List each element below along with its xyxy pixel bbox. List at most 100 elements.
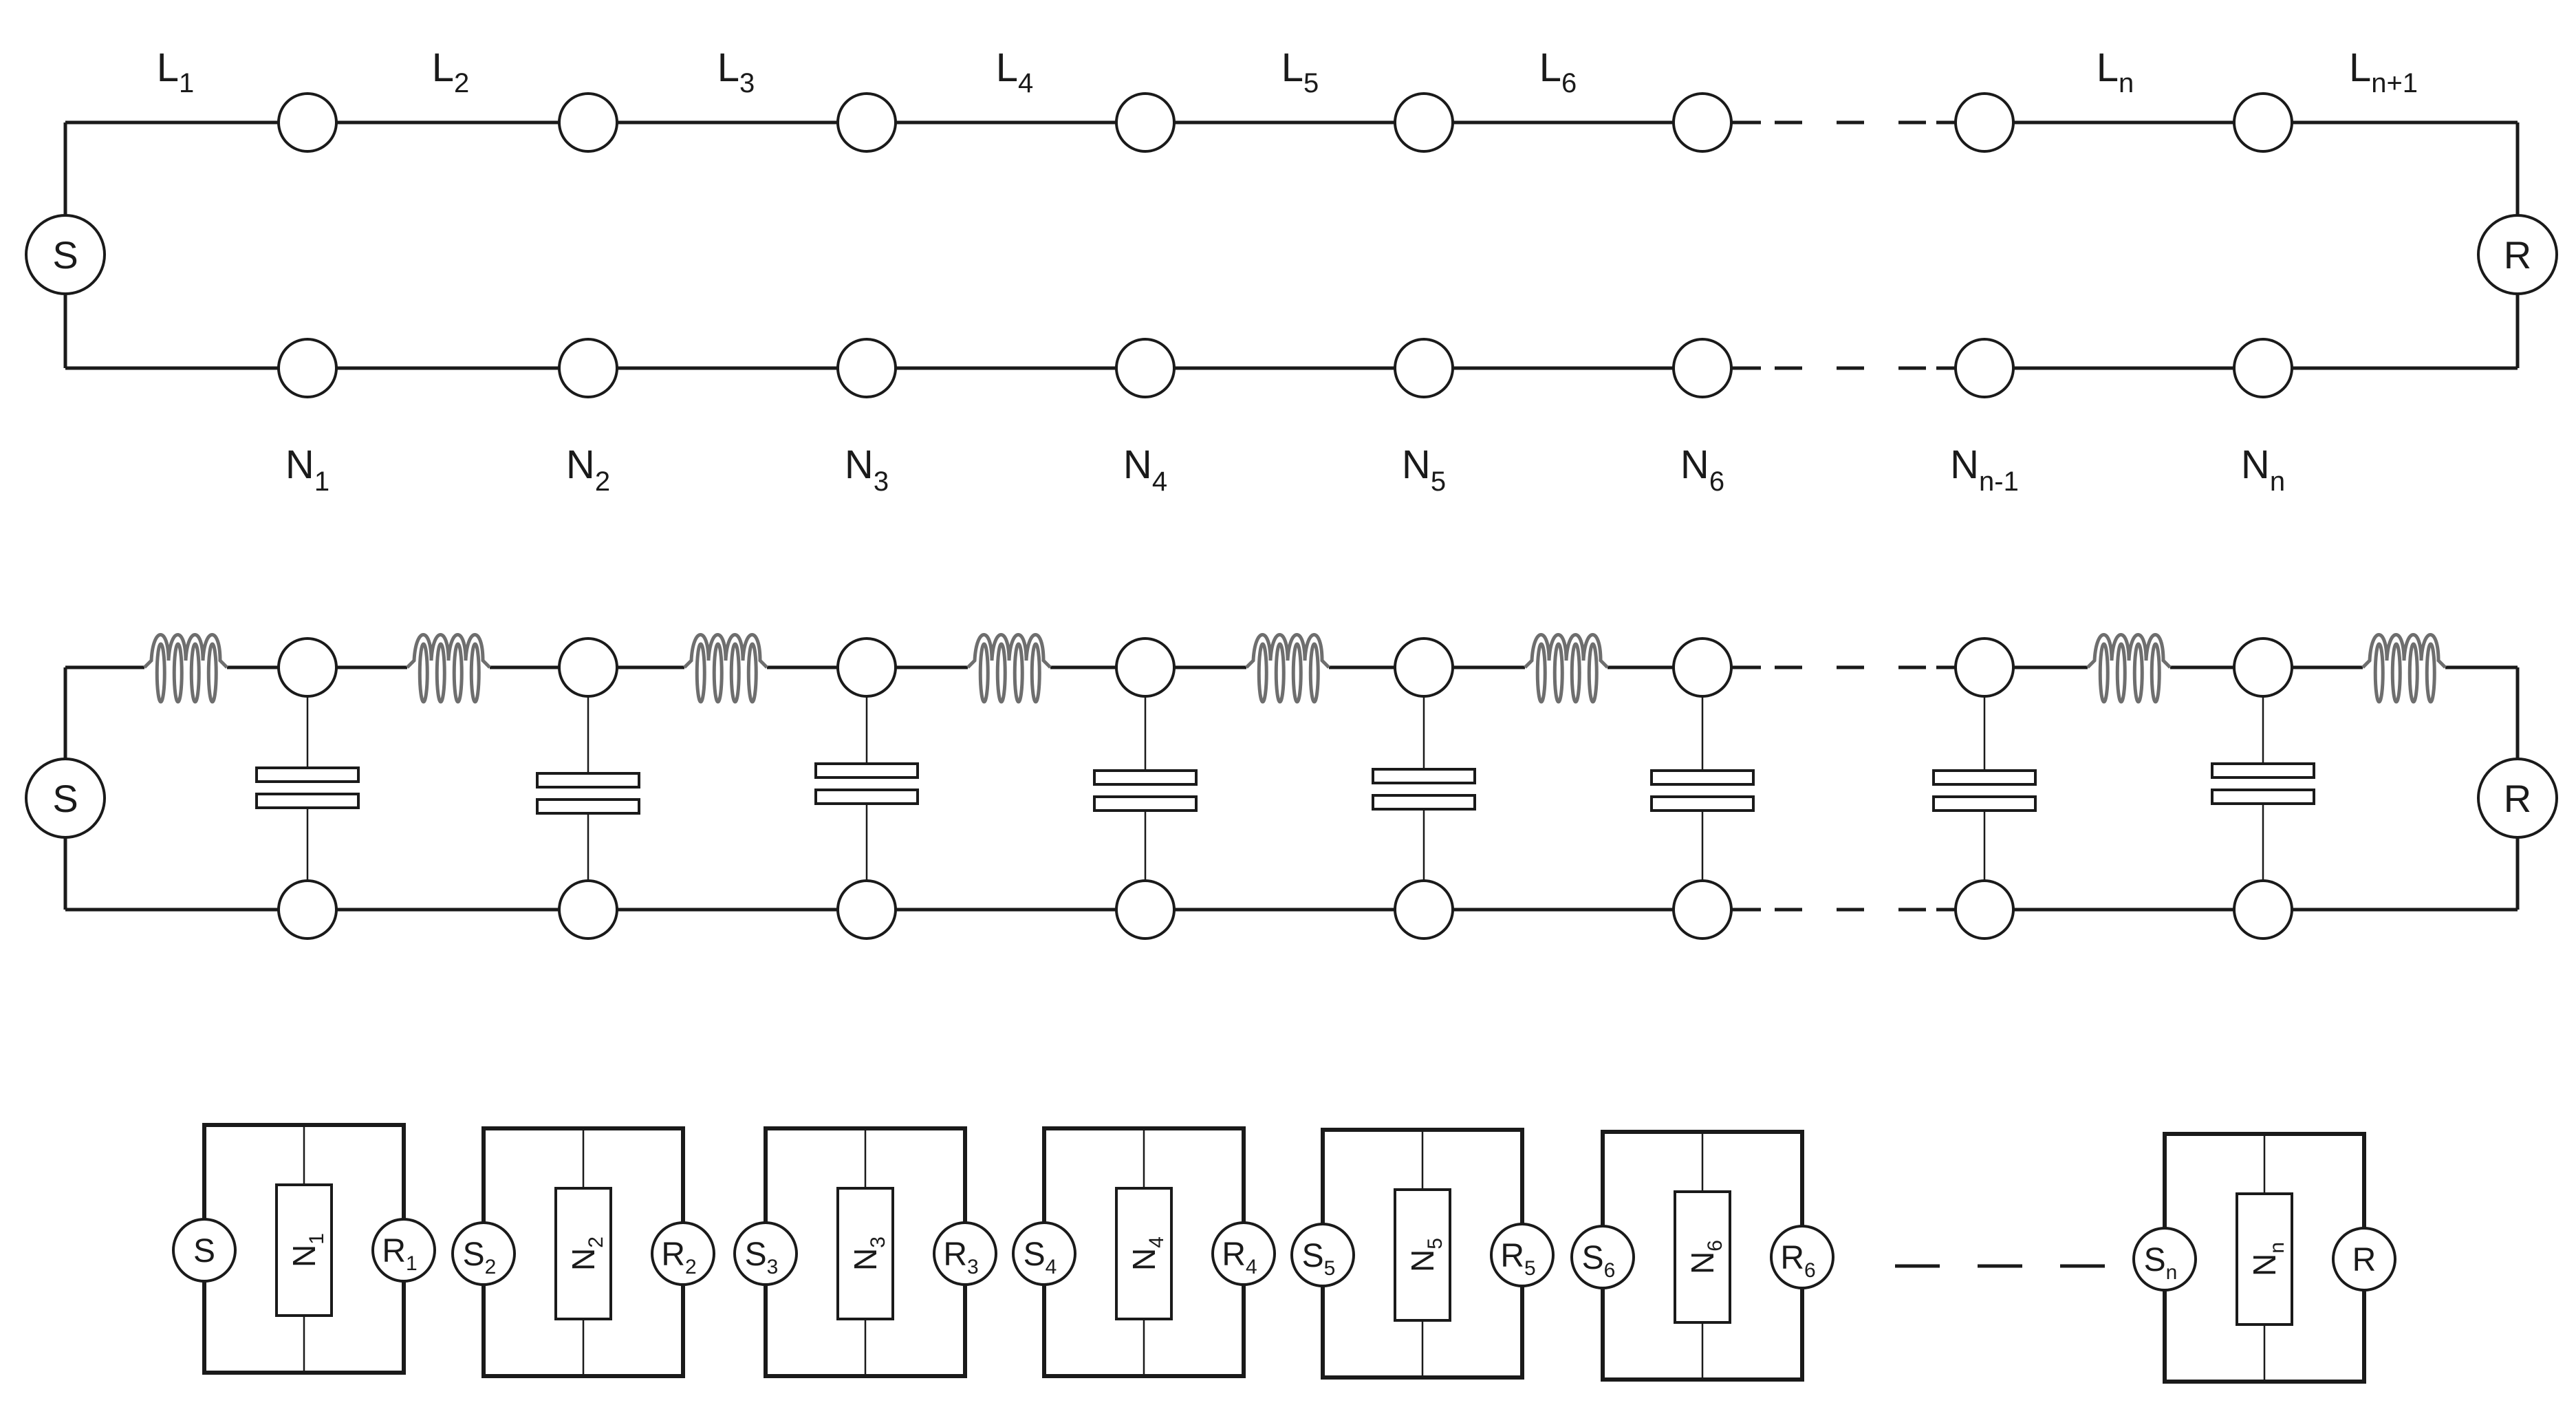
inductor-loop xyxy=(978,642,990,704)
inductor-loop xyxy=(1570,642,1581,704)
r-terminal-label: R xyxy=(2352,1242,2377,1278)
inductor xyxy=(2361,633,2447,704)
inductor-loop xyxy=(1308,642,1320,704)
s-terminal xyxy=(733,1221,798,1286)
inductor-loop xyxy=(435,642,446,704)
bottom-node xyxy=(1672,338,1733,398)
top-node xyxy=(1394,92,1454,153)
top-node xyxy=(277,637,338,698)
receiver-label: R xyxy=(2504,777,2531,820)
inductor-arcs xyxy=(406,633,491,669)
inductor xyxy=(966,633,1052,704)
receiver-terminal xyxy=(2477,214,2558,295)
source-terminal xyxy=(25,758,106,839)
resistor-label: Nn xyxy=(2247,1242,2288,1276)
top-node xyxy=(1672,637,1733,698)
resistor xyxy=(836,1187,894,1320)
capacitor-plate xyxy=(814,789,919,805)
inductor-loop xyxy=(418,642,429,704)
inductor-loop xyxy=(1552,642,1564,704)
r-terminal-label: R1 xyxy=(382,1233,417,1275)
capacitor-plate xyxy=(1932,769,2037,786)
r-terminal-label: R2 xyxy=(661,1236,696,1278)
resistor xyxy=(2236,1192,2293,1326)
bottom-node xyxy=(836,338,897,398)
r-terminal-label: R3 xyxy=(943,1236,978,1278)
bottom-node xyxy=(2233,338,2293,398)
source-label: S xyxy=(52,233,78,277)
top-node xyxy=(1672,92,1733,153)
resistor-label: N2 xyxy=(565,1236,607,1271)
inductor-loop xyxy=(1291,642,1303,704)
line-label: L4 xyxy=(996,45,1034,98)
receiver-label: R xyxy=(2504,233,2531,277)
inductor xyxy=(2086,633,2172,704)
inductor-loop xyxy=(1013,642,1024,704)
line-label: Ln xyxy=(2097,45,2134,98)
node-label: N4 xyxy=(1123,442,1167,497)
inductor-loop xyxy=(155,642,166,704)
s-terminal xyxy=(1570,1225,1635,1289)
r-terminal xyxy=(371,1218,436,1283)
inductor-loop xyxy=(452,642,464,704)
top-node xyxy=(277,92,338,153)
inductor-arcs xyxy=(966,633,1052,669)
top-node xyxy=(836,92,897,153)
receiver-terminal xyxy=(2477,758,2558,839)
inductor-arcs xyxy=(2086,633,2172,669)
bottom-node xyxy=(2233,879,2293,940)
r-terminal xyxy=(2332,1227,2396,1291)
resistor xyxy=(1394,1188,1451,1322)
r-terminal-label: R5 xyxy=(1500,1238,1535,1280)
node-label: N2 xyxy=(566,442,610,497)
bottom-node xyxy=(558,879,618,940)
inductor-loop xyxy=(2425,642,2436,704)
resistor-label: N6 xyxy=(1685,1240,1727,1274)
inductor-loop xyxy=(2390,642,2402,704)
s-terminal-label: S4 xyxy=(1024,1236,1057,1278)
top-node xyxy=(836,637,897,698)
capacitor-plate xyxy=(255,766,360,783)
capacitor-plate xyxy=(1932,795,2037,812)
inductor-loop xyxy=(2373,642,2385,704)
top-node xyxy=(2233,92,2293,153)
s-terminal xyxy=(1012,1221,1076,1286)
s-terminal xyxy=(2132,1227,2197,1291)
top-node xyxy=(1115,92,1176,153)
inductor-loop xyxy=(712,642,724,704)
resistor-label: N4 xyxy=(1126,1236,1168,1271)
source-terminal xyxy=(25,214,106,295)
resistor xyxy=(1674,1190,1731,1324)
resistor xyxy=(1115,1187,1173,1320)
bottom-node xyxy=(277,879,338,940)
inductor-loop xyxy=(1587,642,1599,704)
r-terminal xyxy=(1211,1221,1276,1286)
inductor-loop xyxy=(469,642,481,704)
r-terminal xyxy=(933,1221,997,1286)
resistor-label: N3 xyxy=(847,1236,889,1271)
inductor-loop xyxy=(2132,642,2144,704)
inductor xyxy=(683,633,768,704)
node-label: N6 xyxy=(1680,442,1724,497)
resistor xyxy=(554,1187,612,1320)
bottom-node xyxy=(1394,338,1454,398)
inductor-loop xyxy=(172,642,184,704)
r-terminal xyxy=(651,1221,715,1286)
inductor-loop xyxy=(206,642,218,704)
node-label: Nn-1 xyxy=(1950,442,2019,497)
bottom-node xyxy=(1954,879,2015,940)
resistor-label: N5 xyxy=(1405,1238,1447,1272)
line-label: Ln+1 xyxy=(2349,45,2418,98)
inductor xyxy=(406,633,491,704)
capacitor-plate xyxy=(1093,769,1198,786)
inductor-arcs xyxy=(2361,633,2447,669)
